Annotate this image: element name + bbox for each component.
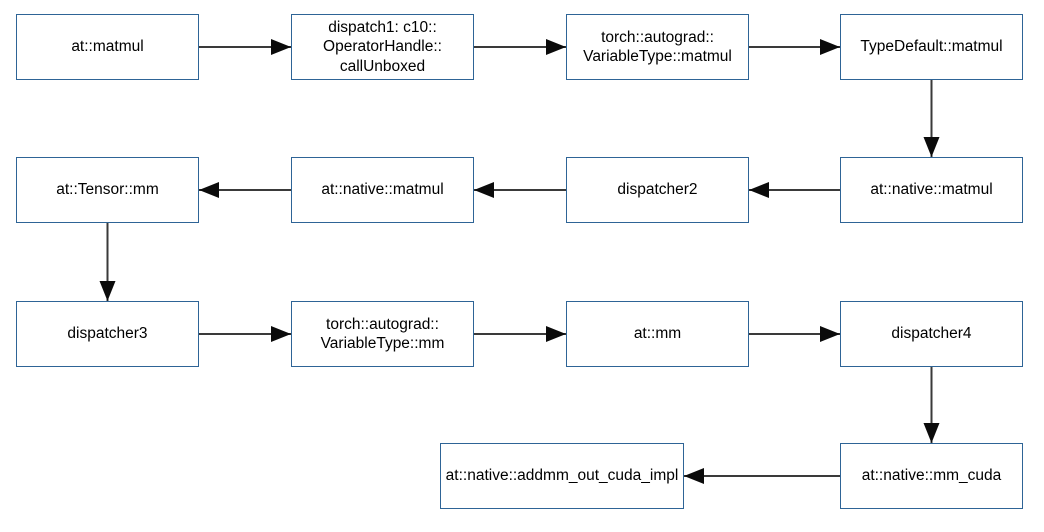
node-dispatcher4: dispatcher4 [840, 301, 1023, 367]
node-dispatcher2: dispatcher2 [566, 157, 749, 223]
node-dispatcher3: dispatcher3 [16, 301, 199, 367]
node-at-matmul: at::matmul [16, 14, 199, 80]
node-dispatch1: dispatch1: c10:: OperatorHandle:: callUn… [291, 14, 474, 80]
node-vt-mm: torch::autograd:: VariableType::mm [291, 301, 474, 367]
node-tensor-mm: at::Tensor::mm [16, 157, 199, 223]
node-native-matmul-right: at::native::matmul [840, 157, 1023, 223]
node-at-mm: at::mm [566, 301, 749, 367]
node-addmm-out-cuda-impl: at::native::addmm_out_cuda_impl [440, 443, 684, 509]
node-vt-matmul: torch::autograd:: VariableType::matmul [566, 14, 749, 80]
node-native-matmul-left: at::native::matmul [291, 157, 474, 223]
node-typedefault-matmul: TypeDefault::matmul [840, 14, 1023, 80]
node-mm-cuda: at::native::mm_cuda [840, 443, 1023, 509]
